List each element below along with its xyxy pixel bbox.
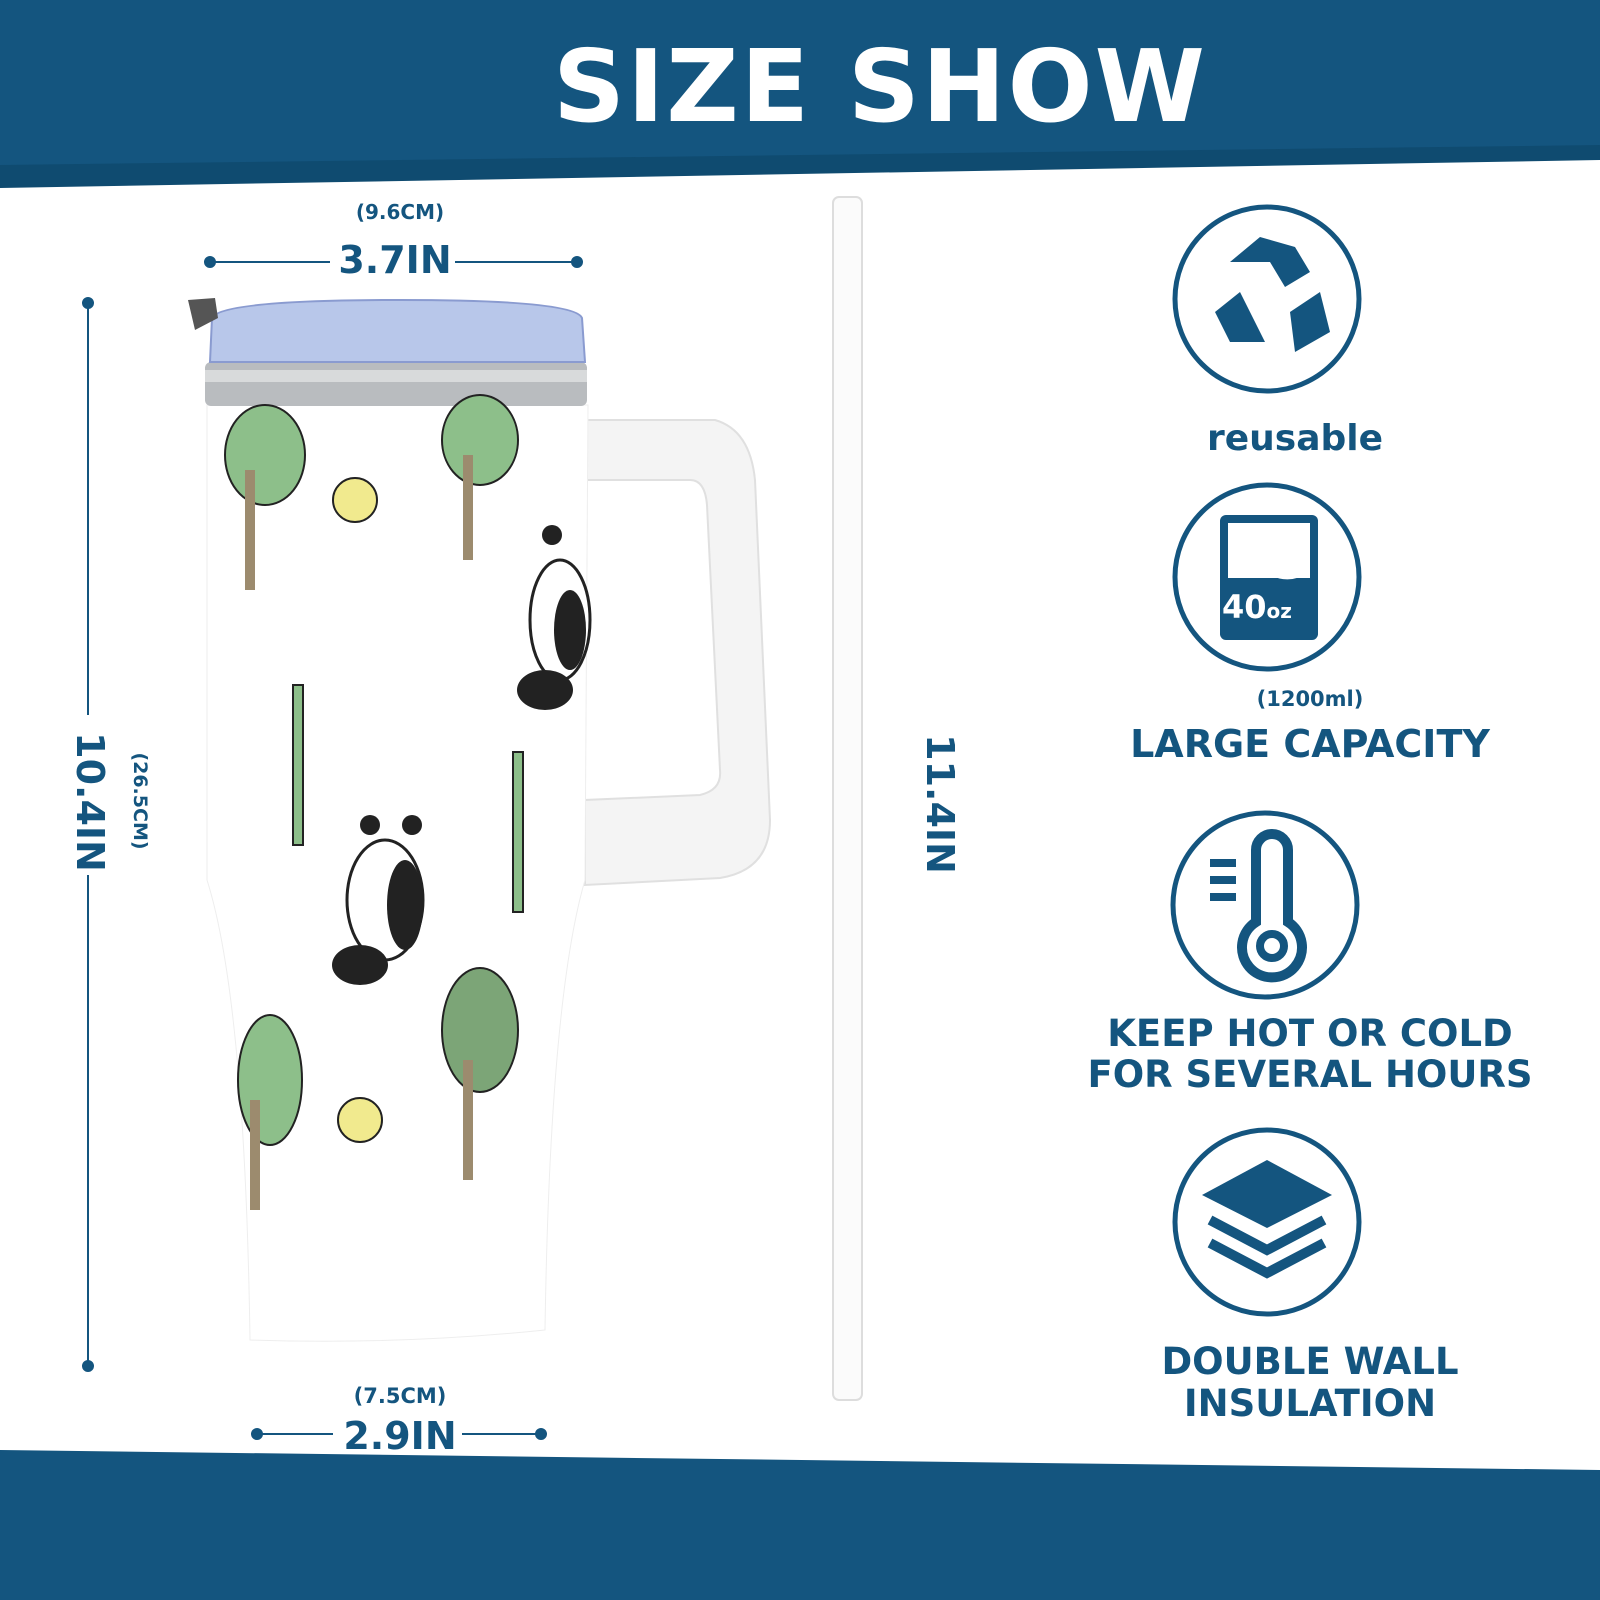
insulation-label-1: DOUBLE WALL — [1161, 1340, 1459, 1383]
reusable-label: reusable — [1206, 418, 1384, 459]
bottom-width-in: 2.9IN — [343, 1414, 457, 1458]
thermometer-icon — [1170, 810, 1360, 1000]
temperature-label-1: KEEP HOT OR COLD — [1107, 1012, 1513, 1055]
layers-icon — [1172, 1127, 1362, 1317]
cup-capacity-icon — [1172, 482, 1362, 672]
capacity-ml: (1200ml) — [1256, 687, 1364, 711]
insulation-label-2: INSULATION — [1183, 1382, 1437, 1425]
bottom-width-cm: (7.5CM) — [353, 1384, 447, 1408]
temperature-label-2: FOR SEVERAL HOURS — [1087, 1053, 1533, 1096]
top-width-cm: (9.6CM) — [355, 200, 445, 224]
height-cm: (26.5CM) — [129, 752, 151, 850]
capacity-icon-number: 40oz — [1222, 588, 1292, 626]
top-width-in: 3.7IN — [338, 238, 452, 282]
recycle-icon — [1172, 204, 1362, 394]
straw-length: 11.4IN — [918, 734, 962, 874]
capacity-label: LARGE CAPACITY — [1130, 722, 1490, 766]
capacity-unit: oz — [1266, 599, 1292, 623]
height-in: 10.4IN — [68, 732, 112, 872]
page-title: SIZE SHOW — [553, 28, 1207, 145]
capacity-number: 40 — [1222, 588, 1267, 626]
